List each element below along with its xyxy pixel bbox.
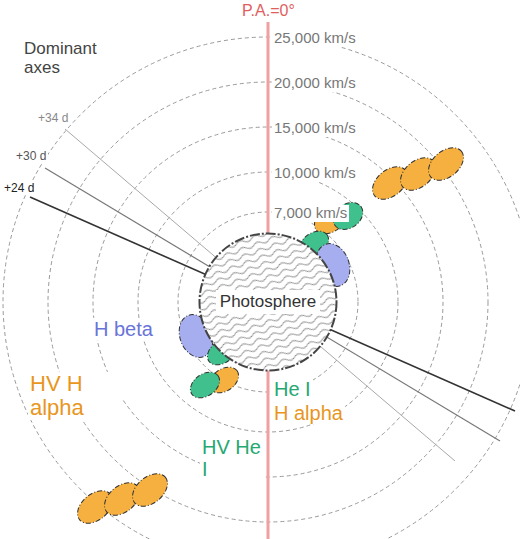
- diagram-label: H alpha: [272, 402, 345, 424]
- velocity-circles: [3, 37, 520, 539]
- diagram-label: 7,000 km/s: [272, 205, 349, 222]
- node-text: Photosphere: [216, 290, 320, 314]
- diagram-label: He I: [272, 378, 313, 400]
- diagram-label: 10,000 km/s: [272, 165, 358, 182]
- diagram-label: 15,000 km/s: [272, 120, 358, 137]
- diagram-label: HV He I: [200, 436, 264, 480]
- diagram-label: Dominant axes: [22, 40, 126, 77]
- diagram-label: HV H alpha: [28, 372, 122, 420]
- diagram-label: P.A.=0°: [240, 2, 297, 20]
- diagram-label: 20,000 km/s: [272, 75, 358, 92]
- diagram-label: +30 d: [14, 150, 48, 163]
- photosphere-circle: Photosphere: [198, 232, 338, 372]
- diagram-label: +34 d: [36, 112, 70, 125]
- diagram-label: H beta: [92, 318, 155, 340]
- diagram-label: +24 d: [2, 182, 36, 195]
- diagram-label: 25,000 km/s: [272, 30, 358, 47]
- line-regions: [71, 141, 469, 530]
